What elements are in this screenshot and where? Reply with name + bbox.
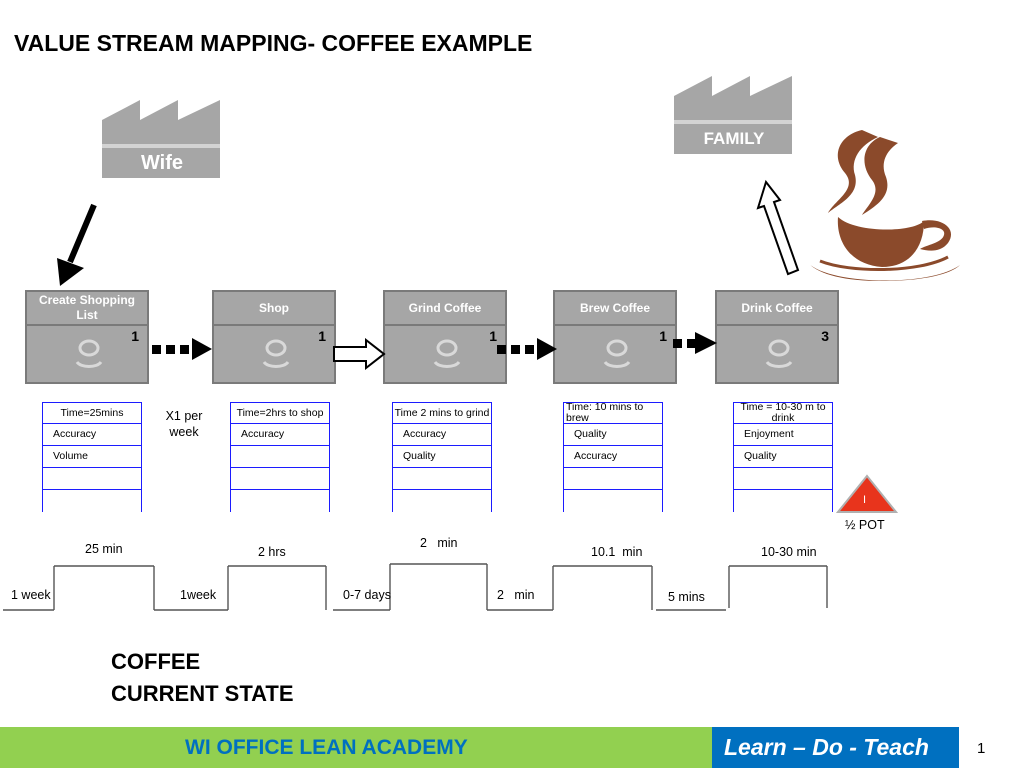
- operator-icon: [433, 339, 461, 368]
- customer-factory: FAMILY: [674, 76, 794, 154]
- timeline-ladder: [3, 563, 828, 611]
- operator-count: 1: [131, 328, 139, 344]
- process-brew-coffee[interactable]: Brew Coffee 1: [553, 290, 677, 384]
- operator-count: 1: [489, 328, 497, 344]
- data-box-row: Quality: [393, 446, 491, 468]
- footer-tagline: Learn – Do - Teach: [724, 734, 929, 760]
- process-title: Brew Coffee: [555, 292, 675, 326]
- data-box-row: [393, 490, 491, 512]
- process-create-shopping-list[interactable]: Create Shopping List 1: [25, 290, 149, 384]
- timeline-process-time: 25 min: [85, 542, 123, 556]
- timeline-wait-time: 2 min: [497, 588, 535, 602]
- operator-icon: [262, 339, 290, 368]
- operator-count: 3: [821, 328, 829, 344]
- data-box-row: Time=25mins: [43, 402, 141, 424]
- data-box-row: Time = 10-30 m to drink: [734, 402, 832, 424]
- timeline-wait-time: 1 week: [11, 588, 51, 602]
- data-box-shop: Time=2hrs to shop Accuracy: [230, 402, 330, 512]
- timeline-wait-time: 0-7 days: [343, 588, 391, 602]
- data-box-row: Volume: [43, 446, 141, 468]
- page-title: VALUE STREAM MAPPING- COFFEE EXAMPLE: [14, 30, 533, 56]
- operator-count: 1: [318, 328, 326, 344]
- operator-count: 1: [659, 328, 667, 344]
- process-grind-coffee[interactable]: Grind Coffee 1: [383, 290, 507, 384]
- push-dashed-arrow: [152, 338, 212, 360]
- data-box-row: Accuracy: [231, 424, 329, 446]
- data-box-row: Time=2hrs to shop: [231, 402, 329, 424]
- process-title: Create Shopping List: [27, 292, 147, 326]
- customer-label: FAMILY: [703, 129, 765, 148]
- data-box-row: [564, 490, 662, 512]
- footer-bar: [0, 727, 712, 768]
- state-label-line2: CURRENT STATE: [111, 681, 294, 706]
- factory-icon: [102, 100, 220, 178]
- timeline-process-time: 10.1 min: [591, 545, 643, 559]
- data-box-row: [231, 468, 329, 490]
- data-box-row: Enjoyment: [734, 424, 832, 446]
- timeline-wait-time: 1week: [180, 588, 217, 602]
- data-box-grind-coffee: Time 2 mins to grind Accuracy Quality: [392, 402, 492, 512]
- push-dashed-arrow: [673, 332, 717, 354]
- data-box-row: Accuracy: [43, 424, 141, 446]
- footer-tag-bar: [712, 727, 959, 768]
- data-box-row: [231, 490, 329, 512]
- operator-icon: [603, 339, 631, 368]
- push-dashed-arrow: [497, 338, 557, 360]
- inventory-symbol: I: [863, 494, 867, 506]
- process-title: Shop: [214, 292, 334, 326]
- supplier-factory: Wife: [102, 100, 222, 178]
- data-box-row: Quality: [734, 446, 832, 468]
- factory-icon: [674, 76, 792, 154]
- operator-icon: [75, 339, 103, 368]
- process-title: Grind Coffee: [385, 292, 505, 326]
- data-box-row: Accuracy: [393, 424, 491, 446]
- timeline-process-time: 10-30 min: [761, 545, 817, 559]
- shipment-arrow: [756, 179, 800, 276]
- data-box-row: [564, 468, 662, 490]
- timeline-process-time: 2 hrs: [258, 545, 286, 559]
- supplier-label: Wife: [140, 152, 184, 174]
- state-label: COFFEE CURRENT STATE: [111, 646, 294, 710]
- data-box-row: [393, 468, 491, 490]
- data-box-row: [734, 468, 832, 490]
- process-shop[interactable]: Shop 1: [212, 290, 336, 384]
- inventory-triangle-icon: [836, 474, 898, 513]
- data-box-create-shopping-list: Time=25mins Accuracy Volume: [42, 402, 142, 512]
- push-arrow: [57, 203, 97, 286]
- page-number: 1: [977, 740, 986, 757]
- operator-icon: [765, 339, 793, 368]
- data-box-row: [43, 468, 141, 490]
- fifo-outline-arrow: [333, 338, 386, 370]
- data-box-brew-coffee: Time: 10 mins to brew Quality Accuracy: [563, 402, 663, 512]
- inventory-label: ½ POT: [845, 518, 885, 532]
- data-box-row: Quality: [564, 424, 662, 446]
- timeline-process-time: 2 min: [420, 536, 458, 550]
- process-title: Drink Coffee: [717, 292, 837, 326]
- data-box-row: Accuracy: [564, 446, 662, 468]
- data-box-drink-coffee: Time = 10-30 m to drink Enjoyment Qualit…: [733, 402, 833, 512]
- data-box-row: Time: 10 mins to brew: [564, 402, 662, 424]
- process-drink-coffee[interactable]: Drink Coffee 3: [715, 290, 839, 384]
- data-box-row: [734, 490, 832, 512]
- data-box-row: Time 2 mins to grind: [393, 402, 491, 424]
- coffee-cup-icon: [808, 130, 960, 281]
- state-label-line1: COFFEE: [111, 649, 201, 674]
- timeline-wait-time: 5 mins: [668, 590, 705, 604]
- frequency-note: X1 per week: [165, 409, 203, 439]
- data-box-row: [231, 446, 329, 468]
- data-box-row: [43, 490, 141, 512]
- footer-academy: WI OFFICE LEAN ACADEMY: [185, 736, 468, 759]
